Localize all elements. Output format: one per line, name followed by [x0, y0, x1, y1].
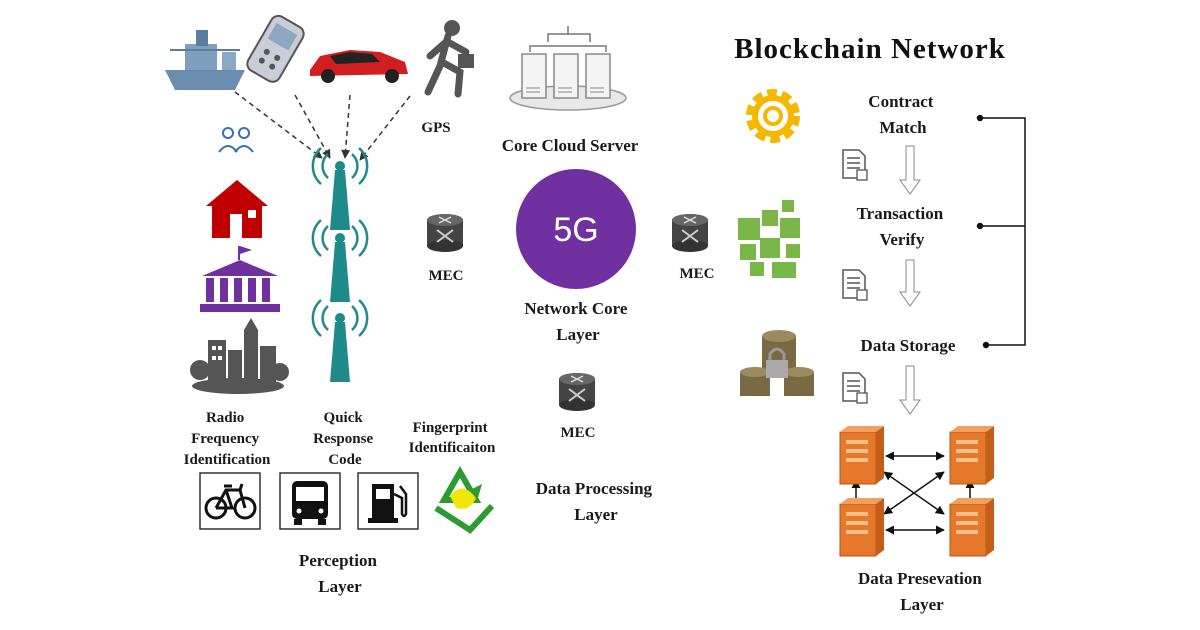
- process-bracket: [976, 114, 1026, 349]
- person-running-icon: [424, 20, 474, 98]
- bicycle-icon: [199, 472, 261, 530]
- city-icon: [190, 318, 289, 394]
- fuel-pump-icon: [357, 472, 419, 530]
- users-icon: [218, 127, 254, 153]
- document-icon: [842, 269, 868, 301]
- data-preservation-layer-label: Data Presevation Layer: [858, 569, 986, 614]
- gear-icon: [746, 89, 800, 143]
- mec-router-icon: [558, 372, 596, 412]
- diagram-title: Blockchain Network: [734, 33, 1006, 65]
- device-signal-arrows: [234, 91, 411, 161]
- car-icon: [310, 50, 408, 83]
- 5g-badge-label: 5G: [553, 211, 598, 249]
- mec-router-icon: [426, 213, 464, 253]
- government-building-icon: [200, 246, 280, 312]
- cell-tower-icon: [311, 218, 369, 304]
- qr-code-label: Quick Response Code: [313, 410, 377, 468]
- mec-left-label: MEC: [429, 268, 464, 284]
- core-cloud-server-label: Core Cloud Server: [502, 136, 639, 155]
- document-icon: [842, 372, 868, 404]
- server-node-icon: [949, 497, 995, 557]
- fingerprint-label: Fingerprint Identificaiton: [409, 420, 496, 456]
- transaction-verify-label: Transaction Verify: [857, 204, 948, 249]
- server-node-icon: [839, 425, 885, 485]
- server-node-icon: [949, 425, 995, 485]
- gps-label: GPS: [421, 120, 450, 136]
- contract-match-label: Contract Match: [868, 92, 937, 137]
- blockchain-blocks-icon: [738, 200, 800, 278]
- bus-icon: [279, 472, 341, 530]
- data-storage-label: Data Storage: [861, 336, 956, 355]
- document-icon: [842, 149, 868, 181]
- flow-arrows: [899, 145, 921, 415]
- cloud-server-icon: [509, 26, 627, 111]
- rfid-label: Radio Frequency Identification: [184, 410, 271, 468]
- ship-icon: [165, 30, 245, 90]
- cell-tower-icon: [311, 298, 369, 384]
- mec-right-label: MEC: [680, 266, 715, 282]
- pager-device-icon: [246, 14, 305, 83]
- perception-layer-label: Perception Layer: [299, 551, 381, 596]
- database-lock-icon: [740, 330, 814, 396]
- mec-router-icon: [671, 213, 709, 253]
- house-icon: [206, 180, 268, 238]
- mec-bottom-label: MEC: [561, 425, 596, 441]
- recycle-icon: [434, 465, 495, 534]
- server-node-icon: [839, 497, 885, 557]
- network-core-layer-label: Network Core Layer: [524, 299, 631, 344]
- 5g-network-core: 5G: [516, 169, 636, 289]
- cell-tower-icon: [311, 146, 369, 232]
- data-processing-layer-label: Data Processing Layer: [536, 479, 657, 524]
